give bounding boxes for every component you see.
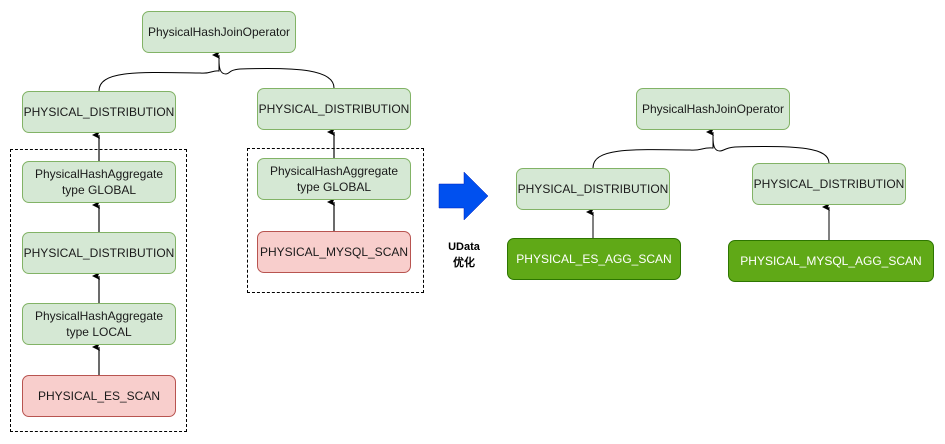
after-right-distribution-node: PHYSICAL_DISTRIBUTION	[752, 163, 906, 205]
after-es-agg-scan-node: PHYSICAL_ES_AGG_SCAN	[507, 238, 681, 280]
es-pushdown-group	[10, 149, 187, 432]
edge-after-pd-right-to-join	[712, 136, 830, 164]
after-mysql-agg-scan-node: PHYSICAL_MYSQL_AGG_SCAN	[728, 240, 934, 282]
edge-after-pd-left-to-join	[592, 128, 714, 169]
before-right-distribution-node: PHYSICAL_DISTRIBUTION	[257, 88, 411, 130]
before-left-distribution-node: PHYSICAL_DISTRIBUTION	[22, 91, 176, 133]
before-left-inner-distribution-node: PHYSICAL_DISTRIBUTION	[22, 232, 176, 274]
before-join-node: PhysicalHashJoinOperator	[142, 11, 296, 53]
transform-arrow-icon	[438, 171, 489, 221]
after-join-node: PhysicalHashJoinOperator	[636, 88, 790, 130]
edge-pd-right-to-join	[218, 59, 335, 89]
before-left-agg-global-node: PhysicalHashAggregate type GLOBAL	[22, 161, 176, 203]
before-left-agg-local-node: PhysicalHashAggregate type LOCAL	[22, 303, 176, 345]
transform-label: UData 优化	[438, 239, 490, 271]
before-right-agg-global-node: PhysicalHashAggregate type GLOBAL	[257, 158, 411, 200]
after-left-distribution-node: PHYSICAL_DISTRIBUTION	[516, 168, 670, 210]
before-es-scan-node: PHYSICAL_ES_SCAN	[22, 375, 176, 417]
edge-pd-left-to-join	[98, 51, 220, 92]
mysql-pushdown-group	[247, 148, 424, 293]
transform-label-line1: UData	[448, 241, 480, 253]
before-mysql-scan-node: PHYSICAL_MYSQL_SCAN	[257, 231, 411, 273]
transform-label-line2: 优化	[453, 257, 475, 269]
